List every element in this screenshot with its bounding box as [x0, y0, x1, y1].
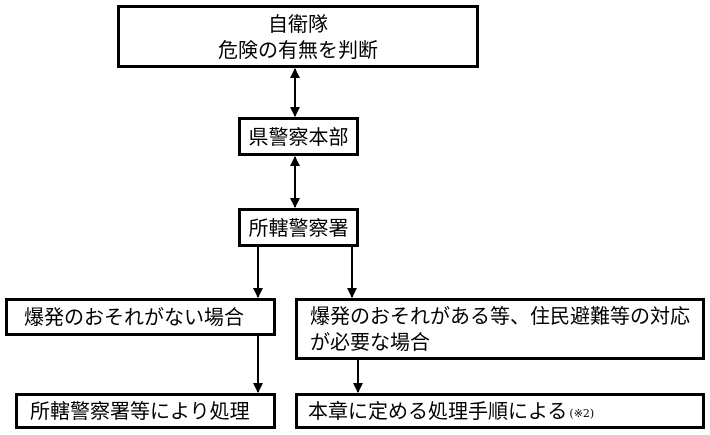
explosion-risk-box: 爆発のおそれがある等、住民避難等の対応 が必要な場合 — [295, 298, 705, 360]
jsdf-label: 自衛隊 — [268, 11, 328, 36]
prefectural-hq-label: 県警察本部 — [248, 124, 349, 149]
jsdf-box: 自衛隊 危険の有無を判断 — [117, 5, 479, 68]
local-handling-label: 所轄警察署等により処理 — [30, 399, 250, 423]
procedure-label: 本章に定める処理手順による — [308, 399, 568, 423]
local-handling-box: 所轄警察署等により処理 — [15, 393, 276, 429]
explosion-risk-label-line1: 爆発のおそれがある等、住民避難等の対応 — [310, 304, 690, 328]
no-explosion-risk-box: 爆発のおそれがない場合 — [5, 298, 276, 336]
local-station-label: 所轄警察署 — [248, 215, 349, 240]
no-explosion-risk-label: 爆発のおそれがない場合 — [24, 305, 244, 329]
prefectural-hq-box: 県警察本部 — [238, 117, 359, 156]
local-station-box: 所轄警察署 — [238, 208, 359, 247]
procedure-note: (※2) — [569, 407, 595, 420]
procedure-box: 本章に定める処理手順による (※2) — [295, 393, 705, 429]
jsdf-judgment-label: 危険の有無を判断 — [218, 37, 378, 62]
explosion-risk-label-line2: が必要な場合 — [310, 330, 430, 354]
